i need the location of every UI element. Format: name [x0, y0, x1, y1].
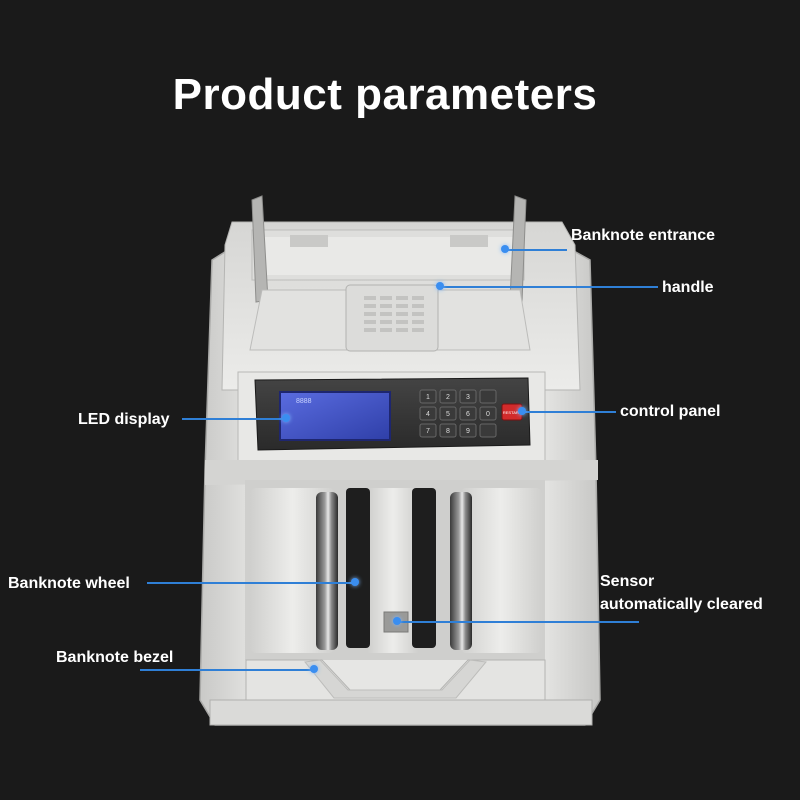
- page-title: Product parameters: [172, 70, 598, 119]
- marker-dot: [393, 617, 401, 625]
- label-banknote-entrance: Banknote entrance: [571, 227, 716, 244]
- label-banknote-bezel: Banknote bezel: [56, 649, 174, 666]
- left-wheel: [316, 492, 338, 650]
- right-roller: [460, 488, 542, 653]
- marker-dot: [351, 578, 359, 586]
- roller-area: [245, 480, 545, 660]
- marker-dot: [310, 665, 318, 673]
- right-wheel: [450, 492, 472, 650]
- label-banknote-wheel: Banknote wheel: [8, 575, 130, 592]
- svg-text:8888: 8888: [296, 398, 312, 405]
- banknote-bezel-shape: [209, 659, 593, 726]
- label-control-panel: control panel: [620, 403, 721, 420]
- lcd-screen: [279, 391, 391, 441]
- control-panel-area: 8888: [254, 377, 531, 451]
- marker-dot: [501, 245, 509, 253]
- label-sensor-line2: automatically cleared: [600, 596, 763, 614]
- marker-dot: [518, 407, 526, 415]
- label-handle: handle: [662, 279, 714, 296]
- marker-dot: [436, 282, 444, 290]
- label-sensor-line1: Sensor: [600, 573, 655, 590]
- marker-dot: [282, 414, 290, 422]
- label-led-display: LED display: [78, 411, 170, 428]
- label-sensor: Sensor automatically cleared: [600, 570, 763, 616]
- left-roller: [250, 488, 335, 653]
